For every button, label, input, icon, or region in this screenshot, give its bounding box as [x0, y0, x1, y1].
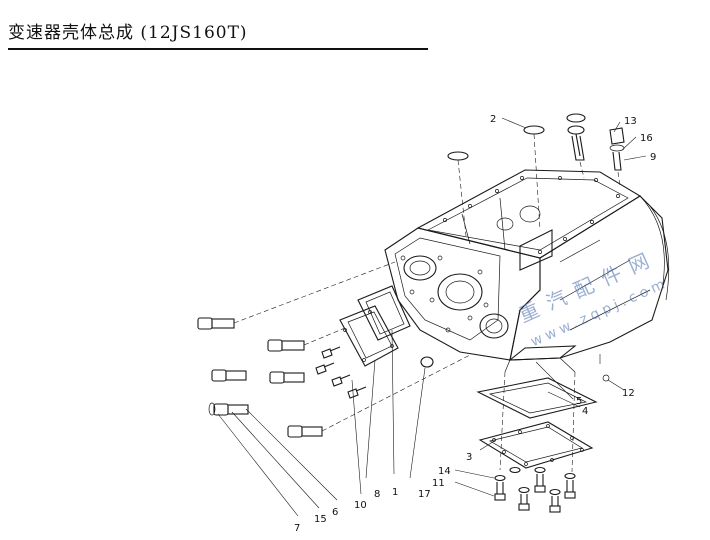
callout-16: 16: [640, 133, 653, 144]
callout-7: 7: [294, 523, 300, 534]
callout-10: 10: [354, 500, 367, 511]
leader-lines: [217, 117, 647, 517]
callout-15: 15: [314, 514, 327, 525]
top-plugs: [447, 113, 586, 237]
callout-17: 17: [418, 489, 431, 500]
callout-12: 12: [622, 388, 635, 399]
bottom-bolts: [494, 374, 610, 513]
bottom-cover: [476, 371, 598, 473]
transmission-housing: [384, 169, 670, 373]
front-cover: [339, 285, 411, 367]
callout-3: 3: [466, 452, 472, 463]
callout-2: 2: [490, 114, 496, 125]
callout-5: 5: [576, 396, 582, 407]
callouts: 2 13 16 9 17 1 8 10 6 15 7 5 4 3 12 14 1…: [294, 114, 656, 534]
diagram-title: 变速器壳体总成 (12JS160T): [8, 23, 248, 43]
callout-13: 13: [624, 116, 637, 127]
callout-14: 14: [438, 466, 451, 477]
callout-1: 1: [392, 487, 398, 498]
callout-6: 6: [332, 507, 338, 518]
callout-8: 8: [374, 489, 380, 500]
left-bolts: [197, 261, 471, 438]
vent-plug-assembly: [609, 127, 625, 187]
callout-9: 9: [650, 152, 656, 163]
watermark: 重汽配件网 www.zqpj.com: [515, 244, 671, 350]
callout-11: 11: [432, 478, 445, 489]
callout-4: 4: [582, 406, 588, 417]
title-underline: [8, 48, 428, 50]
